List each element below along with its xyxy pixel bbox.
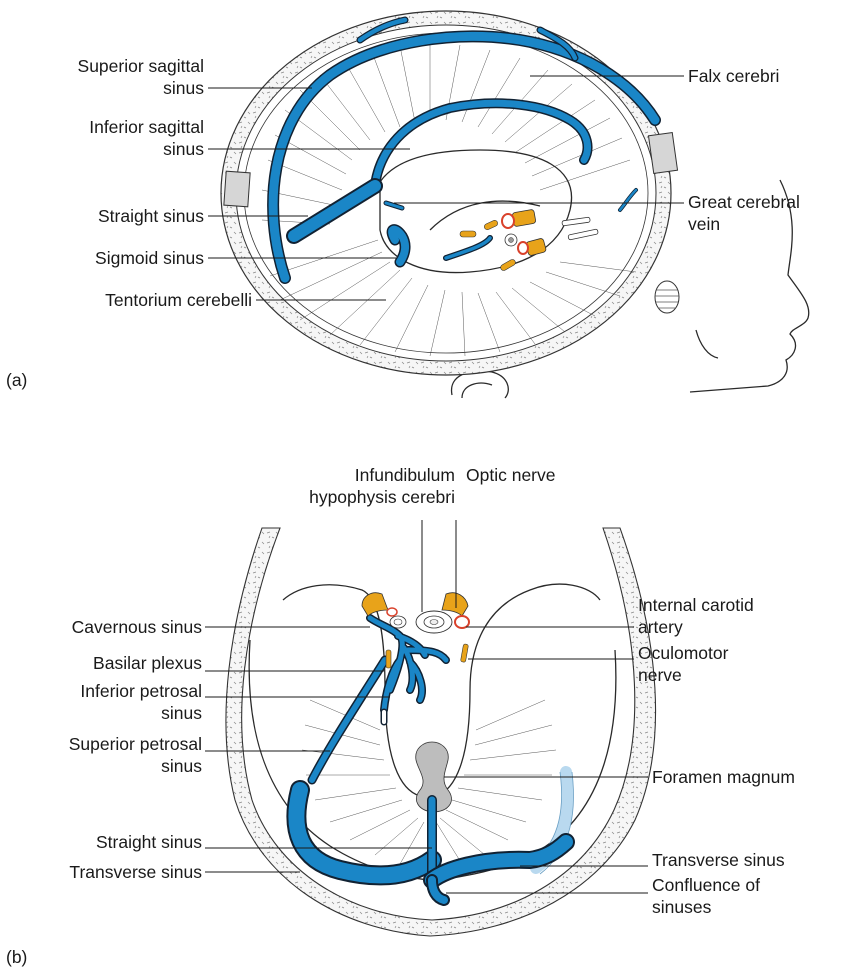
label-transverse-left: Transverse sinus [69, 862, 202, 882]
label-superior-sagittal-2: sinus [163, 78, 204, 98]
label-oculomotor-2: nerve [638, 665, 682, 685]
label-confluence-1: Confluence of [652, 875, 760, 895]
label-sup-petrosal-1: Superior petrosal [69, 734, 202, 754]
panel-a: Superior sagittal sinus Inferior sagitta… [6, 11, 809, 398]
label-great-vein-2: vein [688, 214, 720, 234]
label-internal-carotid-1: Internal carotid [638, 595, 754, 615]
superior-petrosal-sinus [312, 660, 385, 780]
oculomotor-nerve-right [460, 644, 468, 663]
internal-carotid-artery [455, 616, 469, 628]
label-internal-carotid-2: artery [638, 617, 683, 637]
label-foramen-magnum: Foramen magnum [652, 767, 795, 787]
label-inferior-sagittal-1: Inferior sagittal [89, 117, 204, 137]
ear-inner [462, 383, 492, 398]
label-inferior-sagittal-2: sinus [163, 139, 204, 159]
panel-a-tag: (a) [6, 370, 27, 390]
label-straight-sinus-a: Straight sinus [98, 206, 204, 226]
bone-cut-right [648, 133, 677, 174]
oculomotor-nerve-left [386, 650, 391, 668]
label-basilar: Basilar plexus [93, 653, 202, 673]
skull-inner [236, 25, 656, 361]
label-sup-petrosal-2: sinus [161, 756, 202, 776]
label-infundibulum-2: hypophysis cerebri [309, 487, 455, 507]
label-inf-petrosal-2: sinus [161, 703, 202, 723]
leaders-b [205, 520, 648, 893]
label-sigmoid-sinus: Sigmoid sinus [95, 248, 204, 268]
orbit-ring [655, 281, 679, 313]
label-optic-nerve: Optic nerve [466, 465, 555, 485]
label-straight-sinus-b: Straight sinus [96, 832, 202, 852]
label-superior-sagittal-1: Superior sagittal [78, 56, 204, 76]
label-great-vein-1: Great cerebral [688, 192, 800, 212]
label-infundibulum-1: Infundibulum [355, 465, 455, 485]
label-falx: Falx cerebri [688, 66, 779, 86]
label-cavernous: Cavernous sinus [72, 617, 203, 637]
label-oculomotor-1: Oculomotor [638, 643, 729, 663]
panel-b: Infundibulum hypophysis cerebri Optic ne… [6, 465, 795, 967]
label-inf-petrosal-1: Inferior petrosal [80, 681, 202, 701]
label-transverse-right: Transverse sinus [652, 850, 785, 870]
sellar-structures-b [362, 593, 469, 668]
nose-detail [696, 330, 718, 358]
label-confluence-2: sinuses [652, 897, 712, 917]
label-tentorium: Tentorium cerebelli [105, 290, 252, 310]
panel-b-tag: (b) [6, 947, 27, 967]
bone-cut-left [224, 171, 250, 207]
